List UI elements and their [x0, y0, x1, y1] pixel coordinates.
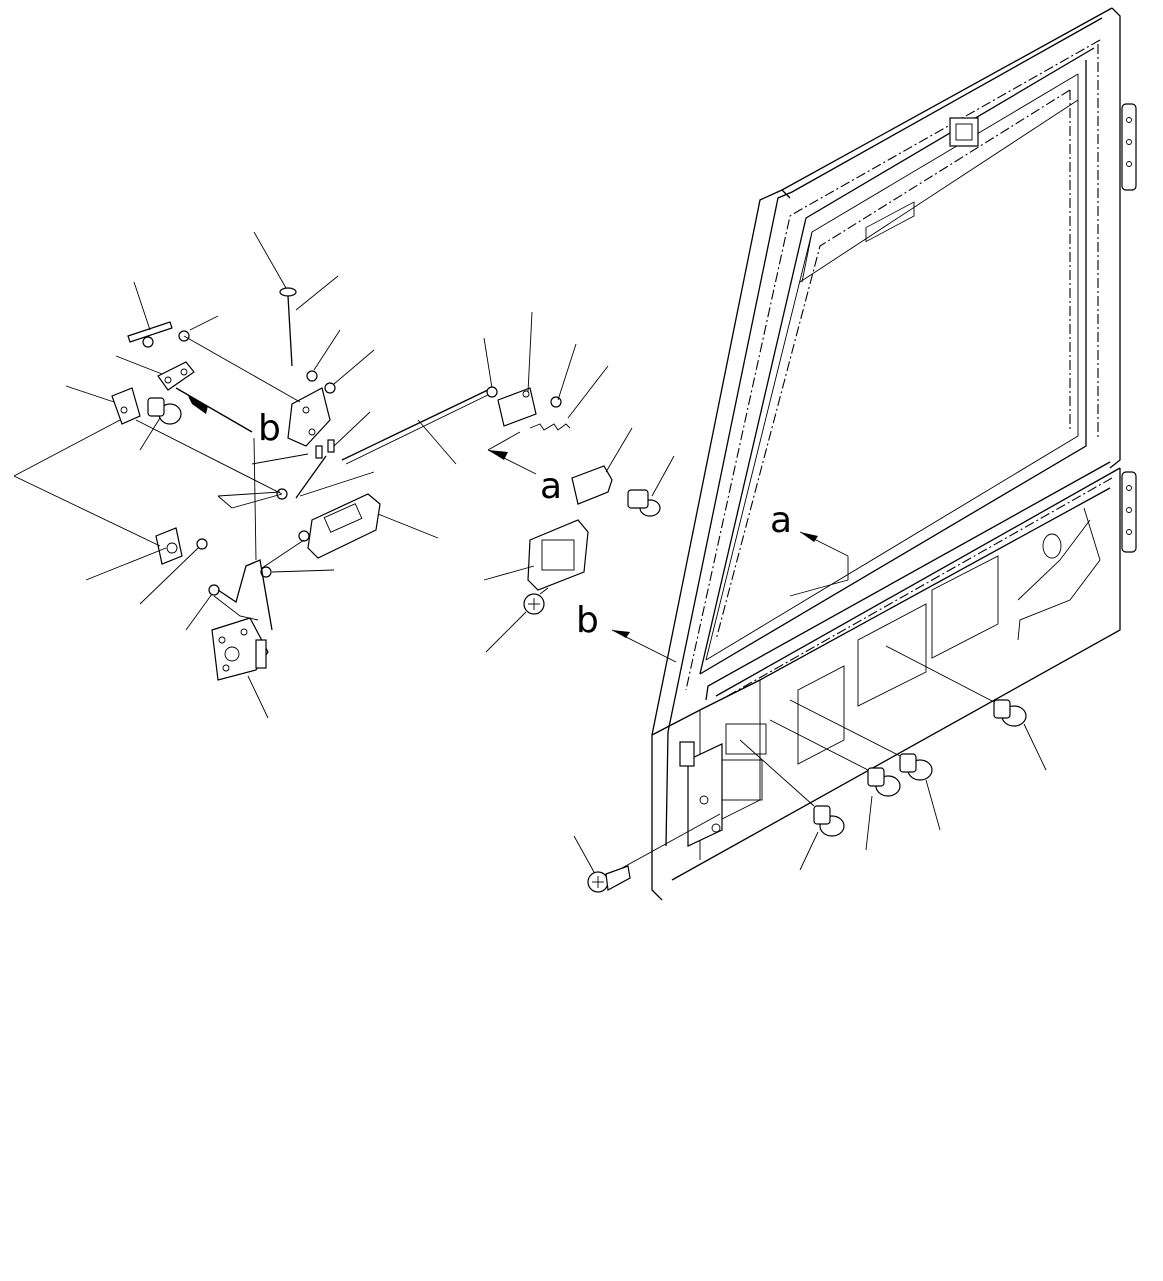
callout-a-lever: a: [540, 466, 562, 507]
lower-bracket: [85, 527, 183, 581]
bracket-bolt: [627, 455, 675, 517]
outside-door-handle: [307, 493, 439, 559]
bolt-4: [993, 699, 1027, 727]
knob: [139, 397, 182, 451]
inside-door-handle: [483, 519, 589, 591]
striker-bolt: [587, 865, 631, 893]
callout-a-door: a: [770, 500, 792, 541]
lock-assembly-left: b: [13, 231, 495, 719]
return-spring: [529, 365, 609, 431]
callout-b-door: b: [576, 600, 599, 641]
springs: [251, 411, 371, 465]
door-lock-body: [211, 617, 269, 719]
door-frame: [651, 7, 1137, 901]
bolt-3: [899, 753, 933, 781]
pin: [127, 281, 173, 343]
bolt-2: [867, 767, 901, 797]
callout-b-lever: b: [258, 408, 281, 449]
lock-knob-rod: [253, 231, 339, 367]
lock-assembly-right: a: [483, 311, 675, 653]
bracket: [65, 385, 141, 425]
door-bolts: [573, 645, 1047, 893]
lock-lever: [115, 355, 195, 391]
inside-handle-bracket: [571, 427, 633, 505]
bolt-1: [813, 805, 845, 837]
view-arrows-door: a b: [576, 500, 849, 663]
handle-screw: [485, 587, 549, 653]
link-plate: [183, 335, 331, 447]
inner-lever-plate: [497, 311, 537, 427]
